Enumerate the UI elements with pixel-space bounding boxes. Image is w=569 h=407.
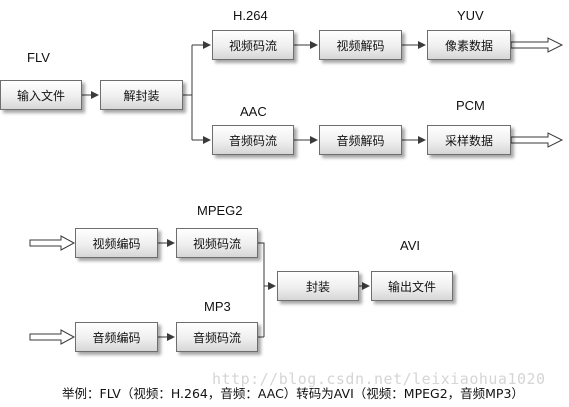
box-mux: 封装: [277, 271, 359, 301]
label-mp3: MP3: [204, 299, 231, 314]
box-audio-stream-bottom: 音频码流: [176, 322, 258, 352]
hollow-arrow-sample-out: [510, 132, 564, 148]
box-video-decode: 视频解码: [319, 30, 402, 60]
box-output-file: 输出文件: [371, 271, 453, 301]
label-h264: H.264: [233, 8, 268, 23]
box-audio-encode: 音频编码: [75, 322, 158, 352]
label-avi: AVI: [400, 238, 420, 253]
box-audio-decode: 音频解码: [319, 125, 402, 155]
label-mpeg2: MPEG2: [197, 203, 243, 218]
branch-demux: [183, 45, 193, 140]
merge-streams: [258, 242, 265, 338]
box-input-file: 输入文件: [0, 80, 82, 110]
caption: 举例：FLV（视频：H.264，音频：AAC）转码为AVI（视频：MPEG2，音…: [62, 386, 524, 401]
box-video-encode: 视频编码: [75, 228, 158, 258]
box-sample-data: 采样数据: [427, 125, 511, 155]
hollow-arrow-audio-in: [29, 329, 76, 345]
box-video-stream-bottom: 视频码流: [176, 228, 258, 258]
label-yuv: YUV: [457, 8, 484, 23]
box-demux: 解封装: [100, 80, 183, 110]
label-pcm: PCM: [456, 98, 485, 113]
box-audio-stream-top: 音频码流: [212, 125, 294, 155]
box-pixel-data: 像素数据: [427, 30, 511, 60]
box-video-stream-top: 视频码流: [212, 30, 294, 60]
label-flv: FLV: [27, 50, 50, 65]
watermark: http://blog.csdn.net/leixiaohua1020: [212, 370, 546, 388]
hollow-arrow-pixel-out: [510, 37, 564, 53]
label-aac: AAC: [240, 104, 267, 119]
hollow-arrow-video-in: [29, 235, 76, 251]
